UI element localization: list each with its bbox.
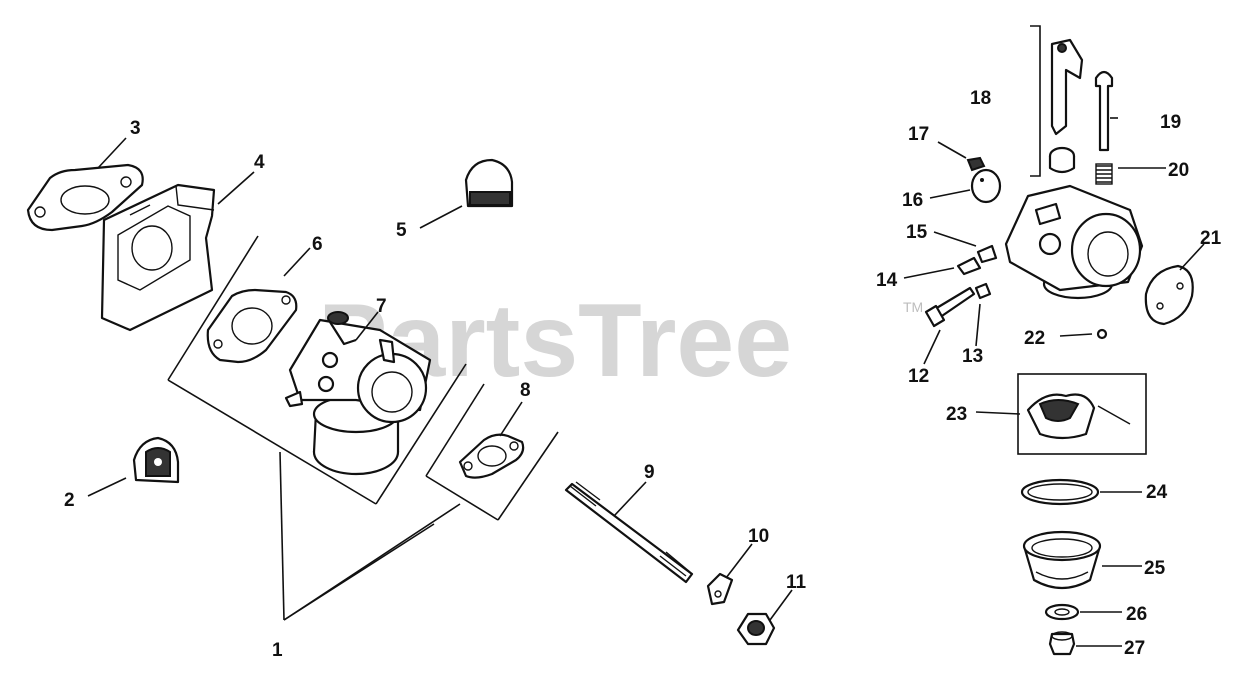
watermark-trademark: TM: [903, 299, 923, 315]
callout-4: 4: [254, 152, 265, 173]
callout-6: 6: [312, 234, 323, 255]
callout-27: 27: [1124, 638, 1145, 659]
callout-26: 26: [1126, 604, 1147, 625]
callout-11: 11: [786, 572, 807, 593]
carburetor-body-right: [1004, 184, 1144, 300]
part-20-spring: [1095, 163, 1113, 185]
callout-18: 18: [970, 88, 991, 109]
part-8-gasket: [458, 433, 525, 479]
part-6-gasket: [206, 288, 298, 364]
part-2-cap: [132, 436, 180, 484]
part-26-washer: [1044, 603, 1080, 621]
part-21-gasket: [1144, 264, 1194, 326]
callout-7: 7: [376, 296, 387, 317]
part-5-cap: [464, 158, 514, 208]
callout-3: 3: [130, 118, 141, 139]
part-22-ball: [1096, 328, 1108, 340]
leader-lines: [87, 117, 1205, 647]
part-24-oring: [1020, 478, 1100, 506]
callout-12: 12: [908, 366, 929, 387]
part-7-carburetor: [284, 311, 432, 476]
part-14-screw: [956, 256, 982, 276]
callout-1: 1: [272, 640, 283, 661]
callout-24: 24: [1146, 482, 1168, 503]
callout-17: 17: [908, 124, 929, 145]
part-15-screw: [976, 244, 998, 264]
callout-13: 13: [962, 346, 983, 367]
part-4-adapter-plate: [100, 183, 216, 332]
part-10-clip: [706, 572, 734, 606]
part-19-pin: [1094, 70, 1114, 152]
part-18-bracket: [1030, 25, 1084, 177]
callout-22: 22: [1024, 328, 1045, 349]
part-13-spring: [974, 282, 992, 300]
callout-labels: 1 2 3 4 5 6 7 8 9 10 11 12 13 14 15 16 1…: [64, 88, 1222, 661]
callout-2: 2: [64, 490, 75, 511]
part-27-nut: [1048, 631, 1076, 656]
callout-23: 23: [946, 404, 967, 425]
group-bracket-lines: [167, 235, 559, 621]
callout-14: 14: [876, 270, 898, 291]
callout-25: 25: [1144, 558, 1166, 579]
callout-20: 20: [1168, 160, 1189, 181]
part-11-nut: [736, 612, 776, 646]
callout-9: 9: [644, 462, 655, 483]
callout-19: 19: [1160, 112, 1181, 133]
part-3-gasket: [26, 163, 144, 232]
callout-21: 21: [1200, 228, 1222, 249]
part-16-plug: [970, 168, 1002, 204]
callout-16: 16: [902, 190, 923, 211]
part-25-float-bowl: [1022, 530, 1102, 590]
part-23-float-box: [1017, 373, 1147, 455]
callout-10: 10: [748, 526, 769, 547]
callout-8: 8: [520, 380, 531, 401]
part-9-stud: [564, 481, 694, 584]
callout-5: 5: [396, 220, 407, 241]
callout-15: 15: [906, 222, 928, 243]
part-12-needle-screw: [924, 286, 976, 328]
part-17-screw: [966, 156, 986, 172]
